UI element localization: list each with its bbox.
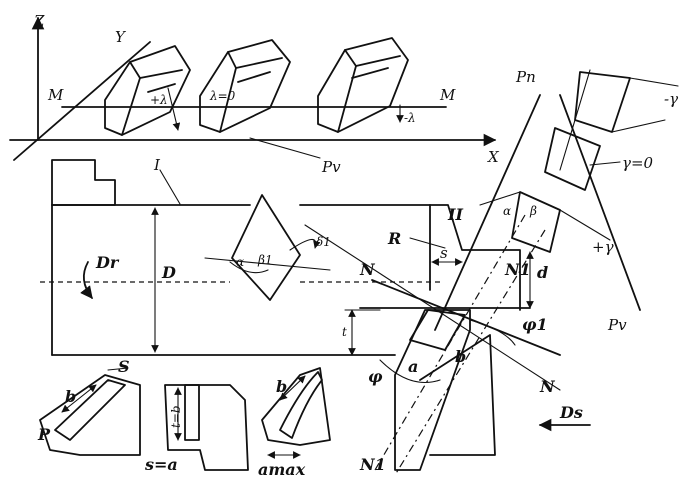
axes-group: Z Y X M M Pv [9,12,500,176]
section-plus-gamma [511,191,561,253]
n1-bottom-label: N1 [359,455,386,474]
chip-diagram-3: b amax [258,367,331,479]
beta1-label: β1 [257,253,273,267]
pv-right-label: Pv [607,316,627,334]
workpiece-step [51,159,116,206]
label-roman-one: I [153,156,161,174]
right-alpha-label: α [503,204,511,218]
right-beta-label: β [529,204,537,218]
n1-top-label: N1 [504,260,531,279]
lambda-zero-label: λ=0 [209,89,236,103]
tool-block-zero-lambda: λ=0 [199,39,291,133]
dr-label: Dr [95,253,120,272]
d-depth-label: d [537,263,548,282]
main-cutter: N φ φ1 a b N t N1 Ds [342,214,591,476]
s-top-label: S [118,357,130,376]
d-diam-label: D [161,263,176,282]
b-right-label: b [276,377,287,396]
section-zero-gamma [544,127,601,191]
delta1-label: δ1 [316,235,331,249]
y-axis [13,41,151,161]
plane-m-left-label: M [47,86,64,104]
tool-block-minus-lambda: -λ [317,37,416,133]
tool-block-plus-lambda: +λ [104,45,191,136]
section-minus-gamma [574,71,631,133]
t-left-label: t [342,325,347,339]
pn-label: Pn [515,68,536,86]
plane-m-right-label: M [439,86,456,104]
gamma-sections: Pn Pv -γ γ=0 +γ α β [434,68,679,334]
b-left-label: b [65,387,76,406]
workpiece: I Dr D II R s N1 d [40,156,548,356]
a-thick-label: a [408,357,418,376]
ds-label: Ds [559,403,583,422]
pn-plane-line [434,94,541,331]
r-label: R [387,229,401,248]
pv-top-leader [249,137,321,159]
a-max-label: amax [258,460,306,479]
chip-diagram-1: S b P [37,357,141,456]
pv-right-line [559,94,641,311]
gamma-plus-label: +γ [592,238,614,256]
s-feed-label: s [440,244,448,262]
p-label: P [37,425,51,444]
label-roman-two: II [447,205,463,224]
x-axis-label: X [487,148,500,166]
chip-diagram-2: t=b s=a [144,384,249,474]
gamma-zero-label: γ=0 [622,154,654,172]
y-axis-label: Y [115,28,127,46]
n-lower-label: N [539,377,556,396]
s-eq-a-label: s=a [144,455,178,474]
phi1-label: φ1 [522,315,548,334]
plane-pv-top-label: Pv [321,158,341,176]
n-left-label: N [359,260,376,279]
rotation-arrow [80,261,93,299]
z-axis-label: Z [33,12,45,30]
cutter-section-center: δ1 β1 α [204,194,561,391]
gamma-minus-label: -γ [664,90,678,108]
phi-label: φ [368,367,383,386]
alpha-small-label: α [236,255,244,269]
lambda-plus-label: +λ [150,93,168,107]
lambda-minus-label: -λ [404,111,416,125]
t-eq-b-label: t=b [169,405,183,428]
b-small-label: b [455,347,466,366]
